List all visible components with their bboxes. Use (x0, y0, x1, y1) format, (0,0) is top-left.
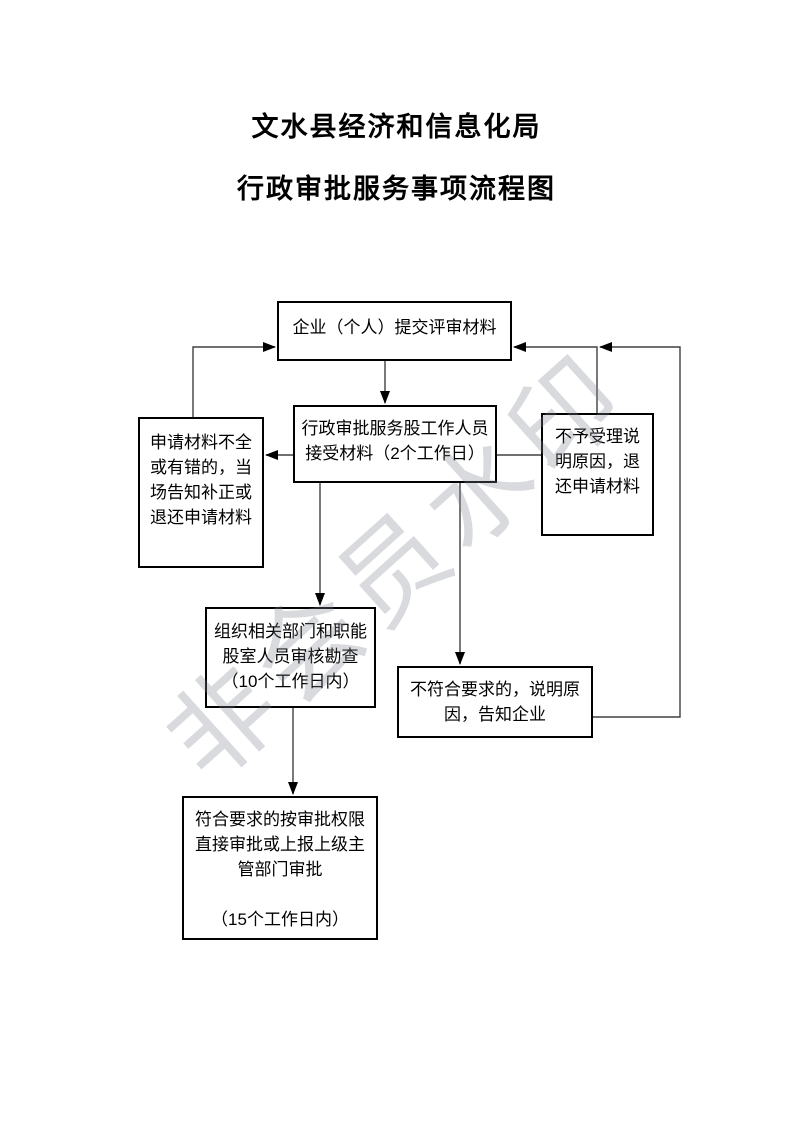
edge-notqualified-loop (593, 342, 681, 718)
node-text-line: 因，告知企业 (444, 705, 546, 724)
flow-node-not-qualified: 不符合要求的，说明原 因，告知企业 (397, 666, 593, 738)
node-text-line: 股室人员审核勘查 (222, 647, 359, 666)
node-text-line: 符合要求的按审批权限 (195, 810, 365, 829)
node-text-line: 申请材料不全 (150, 433, 252, 452)
node-text-line: 行政审批服务股工作人员 (301, 419, 489, 438)
node-text-line: 接受材料（2个工作日） (305, 444, 485, 463)
flow-node-submit-materials: 企业（个人）提交评审材料 (277, 301, 512, 361)
node-text-line: 企业（个人）提交评审材料 (292, 318, 497, 337)
page-title-line1: 文水县经济和信息化局 (251, 112, 542, 142)
node-text-line: 管部门审批 (237, 860, 323, 879)
flow-node-approve: 符合要求的按审批权限 直接审批或上报上级主 管部门审批 （15个工作日内） (182, 796, 378, 940)
node-text-line: 直接审批或上报上级主 (195, 835, 365, 854)
node-text-line: 组织相关部门和职能 (214, 622, 367, 641)
node-text-line: （15个工作日内） (211, 910, 349, 929)
node-text-line: 不符合要求的，说明原 (410, 680, 580, 699)
flow-node-organize-review: 组织相关部门和职能 股室人员审核勘查 （10个工作日内） (205, 607, 376, 708)
flow-node-incomplete-materials: 申请材料不全 或有错的，当 场告知补正或 退还申请材料 (138, 417, 264, 568)
edge-incomplete-to-submit (192, 342, 276, 417)
node-text-line: 退还申请材料 (150, 508, 252, 527)
node-text-line: 还申请材料 (555, 477, 640, 496)
node-text-line: 或有错的，当 (150, 458, 252, 477)
node-text-line: 不予受理说 (555, 427, 640, 446)
page-title-line2: 行政审批服务事项流程图 (237, 174, 556, 204)
node-text-line: 明原因，退 (555, 452, 640, 471)
node-text-line: 场告知补正或 (150, 483, 252, 502)
node-text-line: （10个工作日内） (221, 672, 360, 691)
flow-node-accept-materials: 行政审批服务股工作人员 接受材料（2个工作日） (293, 405, 497, 483)
edge-reject-to-submit (513, 342, 598, 413)
flow-node-reject-application: 不予受理说 明原因，退 还申请材料 (541, 413, 654, 536)
